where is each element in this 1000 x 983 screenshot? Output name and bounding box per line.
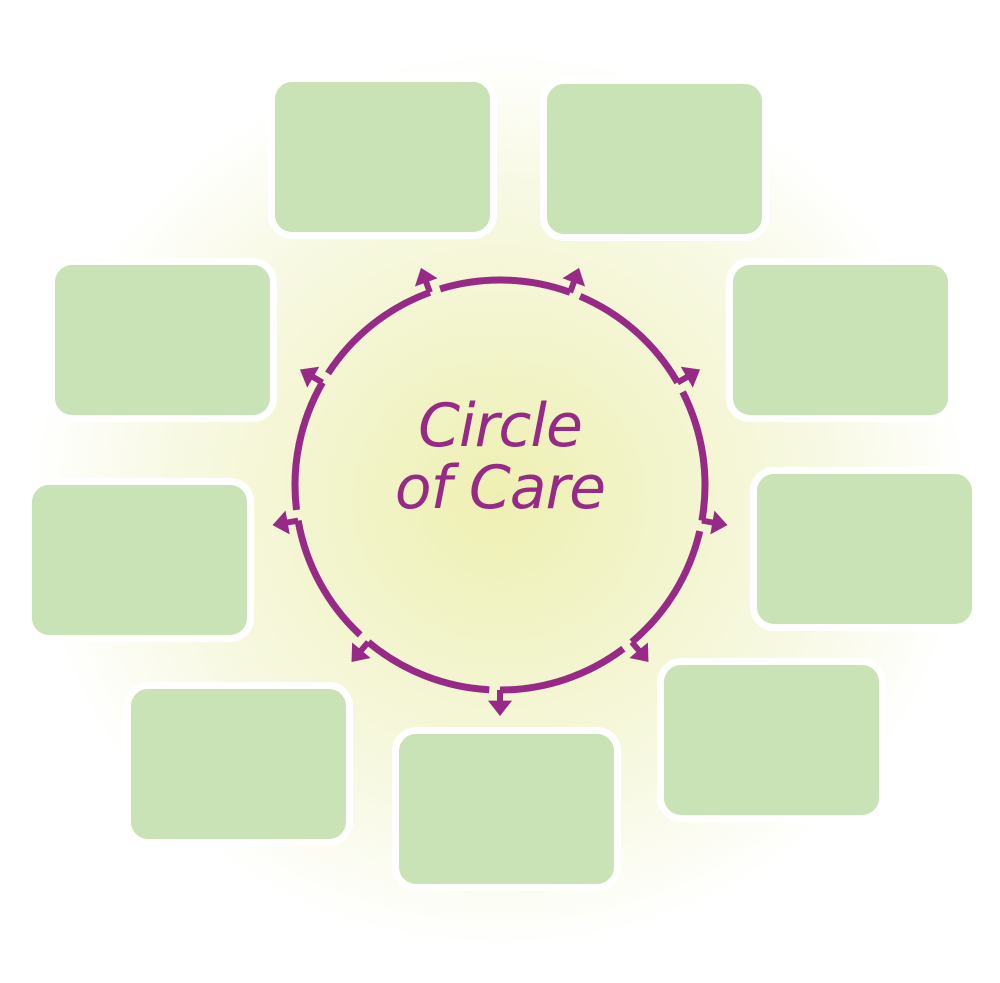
care-box-9 [657,658,886,822]
ring-segment [578,293,681,385]
title-line-2: of Care [394,453,606,523]
arrow-head-icon [351,642,371,662]
ring-segment [365,639,490,694]
arrow-stem [676,373,690,386]
care-box-7 [124,682,353,846]
diagram-title: Circle of Care [350,395,650,519]
arrow-stem [567,280,578,294]
arrow-stem [310,373,324,386]
arrow-head-icon [680,366,701,388]
ring-segment [294,519,363,638]
ring-segment [629,530,704,645]
arrow-head-icon [414,267,438,287]
arrow-head-icon [562,267,586,287]
arrow-stem [422,280,433,294]
care-box-5 [25,478,254,642]
arrow-stem [358,640,371,654]
care-box-4 [726,258,955,422]
care-box-3 [48,258,277,422]
arrow-head-icon [710,510,728,535]
care-box-1 [268,75,497,239]
title-line-1: Circle [418,391,583,461]
ring-segment [325,289,432,376]
care-box-6 [750,467,979,631]
care-box-2 [540,77,769,241]
arrow-head-icon [487,700,513,716]
arrow-stem [285,517,299,526]
ring-segment [439,276,572,296]
arrow-head-icon [629,642,649,662]
ring-segment [679,390,709,522]
care-box-8 [392,727,621,891]
ring-segment [499,645,626,694]
arrow-stem [629,640,642,654]
ring-segment [291,380,326,511]
arrow-head-icon [299,366,320,388]
arrow-stem [701,517,715,526]
arrow-head-icon [272,510,290,535]
